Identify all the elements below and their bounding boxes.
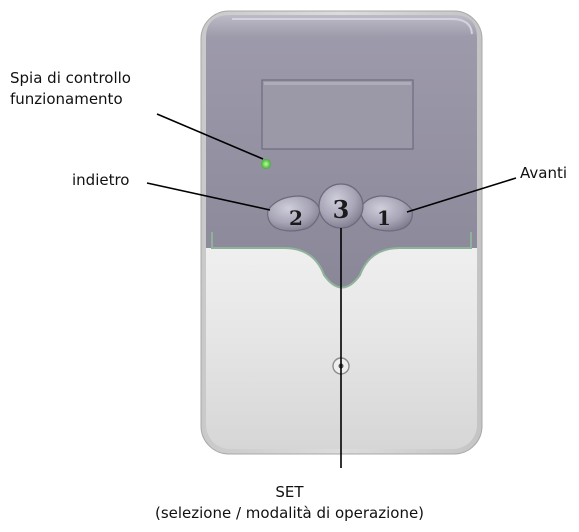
led-label-line1: Spia di controllo xyxy=(10,69,131,87)
button-3-label: 3 xyxy=(333,195,350,224)
back-label: indietro xyxy=(72,171,130,189)
button-2-label: 2 xyxy=(289,206,303,230)
forward-label: Avanti xyxy=(520,164,568,182)
back-callout-line xyxy=(146,182,271,211)
panel-highlight xyxy=(232,18,473,35)
set-label-line2: (selezione / modalità di operazione) xyxy=(154,504,425,522)
forward-callout-line xyxy=(406,177,517,213)
button-3-set[interactable]: 3 xyxy=(318,183,364,229)
panel-seam xyxy=(211,232,472,289)
button-1-forward[interactable]: 1 xyxy=(359,195,413,232)
display-glare xyxy=(264,82,411,85)
led-label-line2: funzionamento xyxy=(10,90,123,108)
button-1-label: 1 xyxy=(377,206,391,230)
button-2-back[interactable]: 2 xyxy=(267,195,321,232)
display-screen xyxy=(261,79,414,150)
led-callout-line xyxy=(156,113,264,160)
status-led xyxy=(261,159,271,169)
set-label-line1: SET xyxy=(275,483,304,501)
